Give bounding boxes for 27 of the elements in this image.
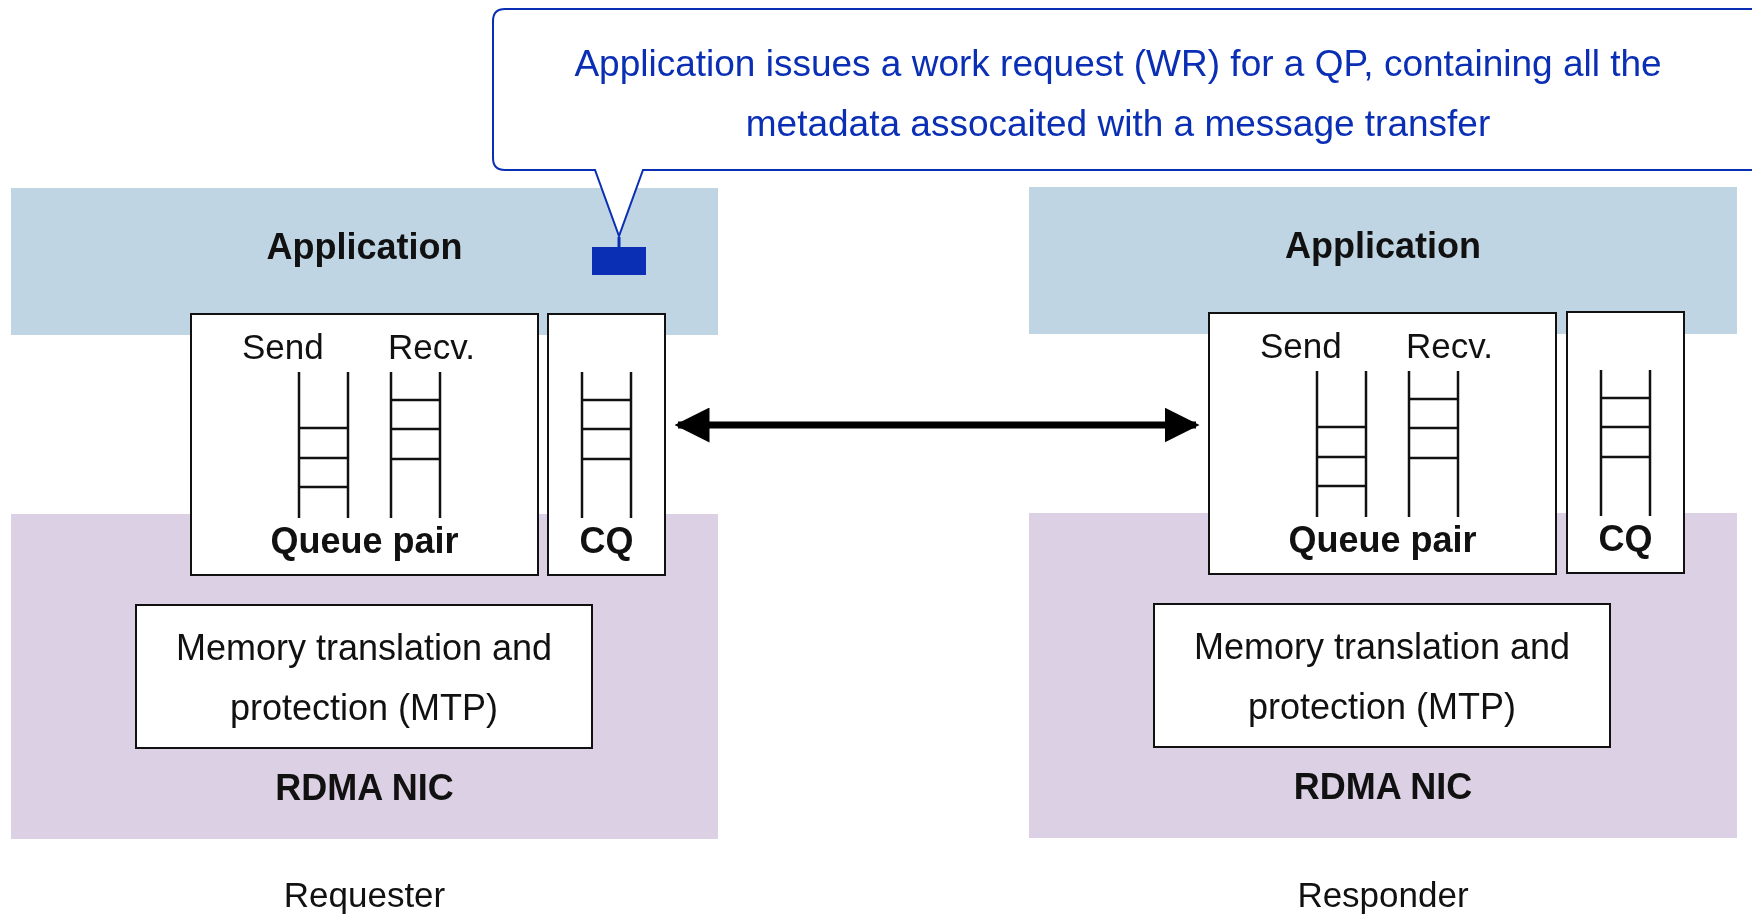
band-title: RDMA NIC bbox=[1292, 766, 1474, 808]
work-request-block bbox=[592, 247, 646, 275]
host-label: Responder bbox=[1296, 875, 1470, 915]
queue-label: Send bbox=[242, 327, 324, 367]
host-label: Requester bbox=[282, 875, 447, 915]
box-text: Memory translation and protection (MTP) bbox=[174, 626, 554, 730]
mtp-box bbox=[135, 604, 593, 749]
band-title: RDMA NIC bbox=[274, 767, 455, 809]
queue-label: Recv. bbox=[388, 327, 475, 367]
queue-pair-box bbox=[190, 313, 539, 576]
box-title: CQ bbox=[1597, 518, 1654, 560]
completion-queue-box bbox=[547, 313, 666, 576]
completion-queue-box bbox=[1566, 311, 1685, 574]
queue-label: Send bbox=[1260, 326, 1342, 366]
callout-text: Application issues a work request (WR) for a QP, containing all the metadata assocaited with a message transfer bbox=[573, 42, 1663, 146]
box-text: Memory translation and protection (MTP) bbox=[1192, 625, 1572, 729]
mtp-box bbox=[1153, 603, 1611, 748]
band-title: Application bbox=[265, 226, 464, 268]
queue-label: Recv. bbox=[1406, 326, 1493, 366]
application-band bbox=[1029, 187, 1737, 334]
box-title: Queue pair bbox=[1287, 519, 1478, 561]
box-title: CQ bbox=[578, 520, 635, 562]
queue-pair-box bbox=[1208, 312, 1557, 575]
band-title: Application bbox=[1284, 225, 1482, 267]
double-arrow bbox=[674, 407, 1200, 443]
leader-line bbox=[617, 237, 621, 247]
box-title: Queue pair bbox=[269, 520, 460, 562]
